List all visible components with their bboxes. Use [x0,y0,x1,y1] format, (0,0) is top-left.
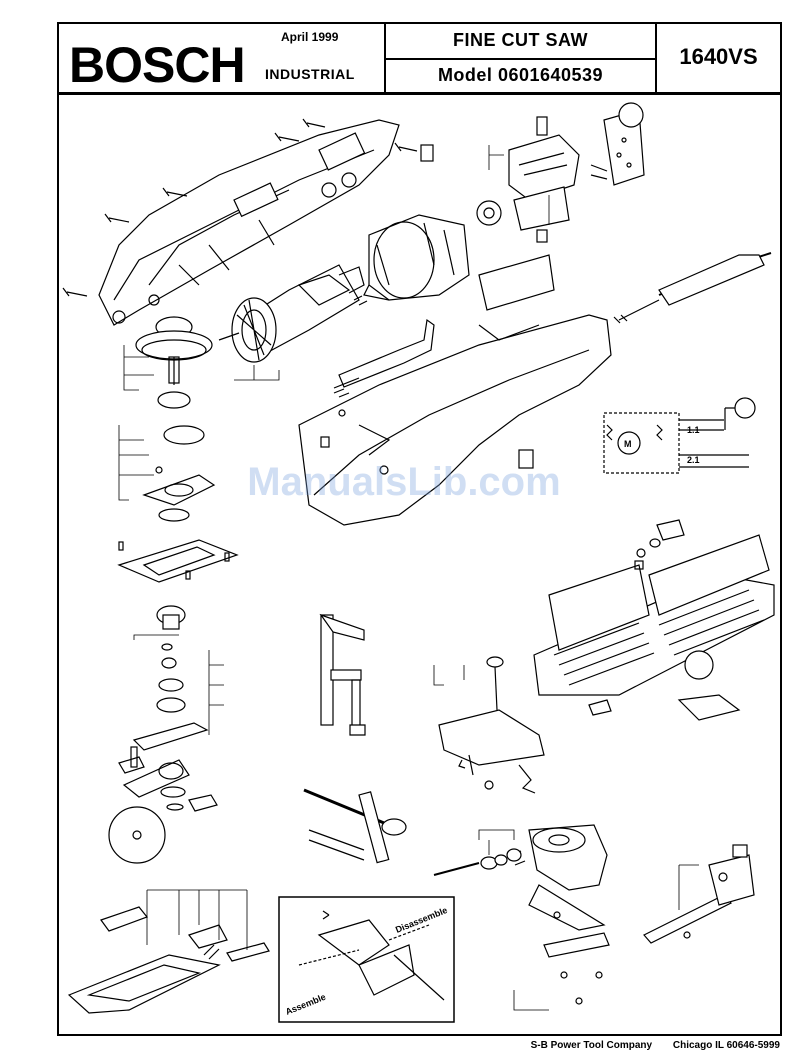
miter-guide [433,824,608,931]
gear-assembly [135,316,216,522]
bearing [476,200,502,226]
parallel-guide [643,844,755,944]
cutting-blade [108,806,166,864]
title-block: BOSCH April 1999 INDUSTRIAL FINE CUT SAW… [57,22,782,94]
depth-stop [543,911,610,1005]
division-label: INDUSTRIAL [265,66,355,82]
callout-leaders [118,145,699,1011]
knob-screw [634,519,685,570]
switch-assembly [508,116,580,243]
pivot-arm [438,656,545,794]
wiring-label-1-1: 1.1 [687,425,700,435]
lock-lever [333,318,435,398]
footplate [67,906,270,1014]
company-address: Chicago IL 60646-5999 [672,1040,780,1051]
watermark: ManualsLib.com [247,460,561,504]
base-plate [117,539,239,583]
bar-clamp [303,788,407,864]
diagram-drawing: 1.1 2.1 M Assemble Disassemble [62,102,775,1023]
pin [320,436,330,448]
model-code: 1640VS [679,44,758,69]
assemble-label: Assemble [284,992,327,1017]
footer: S-B Power Tool Company Chicago IL 60646-… [513,1040,780,1051]
model-label: Model [437,65,493,85]
wiring-label-2-1: 2.1 [687,455,700,465]
spindle-cover [478,254,555,311]
model-line: Model 0601640539 [386,65,655,86]
model-number: 0601640539 [497,65,604,85]
company-name: S-B Power Tool Company [530,1040,653,1051]
motor-symbol: M [624,439,632,449]
brand-logo: BOSCH [69,37,246,93]
power-cord [613,252,772,324]
pin [338,409,346,417]
housing-half-right [298,314,612,526]
wiring-schematic [603,397,756,474]
assembly-detail-inset [278,896,455,1023]
exploded-parts-diagram: 1.1 2.1 M Assemble Disassemble [57,93,782,1036]
divider [386,58,655,60]
housing-half-left [98,119,400,326]
speed-control-board [590,102,645,186]
screw-set [62,118,434,297]
field-stator [363,214,470,301]
armature [218,264,368,363]
product-title: FINE CUT SAW [453,30,588,50]
brand-area: BOSCH April 1999 INDUSTRIAL [59,24,379,92]
disassemble-label: Disassemble [394,905,449,935]
c-clamp [319,613,366,736]
publication-date: April 1999 [281,30,339,44]
guide-fence-assembly [533,534,775,721]
divider [655,24,657,92]
divider [384,24,386,92]
blade-head-assembly [118,605,218,812]
